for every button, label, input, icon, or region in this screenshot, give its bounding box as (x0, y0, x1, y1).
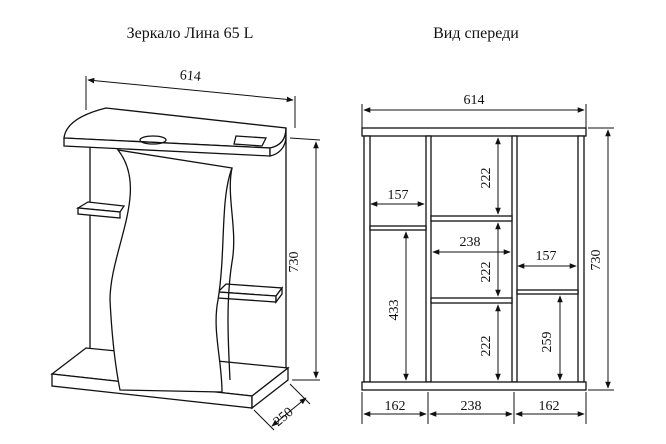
right-shelf-width-label: 157 (536, 249, 557, 264)
front-mid-shelf-1 (430, 215, 513, 222)
bottom-left-label: 162 (385, 399, 406, 414)
left-shelf-height-label: 433 (387, 300, 402, 321)
right-shelf-height-label: 259 (540, 332, 555, 353)
gap-bottom-label: 222 (479, 336, 494, 357)
front-base-plate (361, 381, 587, 391)
front-right-wall (577, 135, 585, 383)
front-mid-shelf-2 (430, 297, 513, 304)
front-width-label: 614 (464, 93, 485, 108)
iso-height-label: 730 (287, 252, 302, 273)
front-height-label: 730 (589, 250, 604, 271)
gap-top-label: 222 (479, 168, 494, 189)
front-view: 614 730 222 222 222 238 157 (361, 93, 614, 424)
bottom-right-label: 162 (539, 399, 560, 414)
front-view-title: Вид спереди (433, 25, 519, 42)
drain-hole (233, 135, 268, 147)
front-left-partition (425, 135, 432, 383)
center-width-mid-label: 238 (460, 235, 481, 250)
front-top-plate (361, 127, 587, 137)
mirror-title: Зеркало Лина 65 L (127, 25, 254, 42)
left-shelf-width-label: 157 (388, 188, 409, 203)
front-left-shelf (369, 225, 427, 231)
bottom-center-label: 238 (461, 399, 482, 414)
front-left-wall (363, 135, 371, 383)
front-right-partition (511, 135, 518, 383)
front-right-shelf (516, 289, 579, 295)
tap-hole (139, 135, 167, 145)
gap-mid-label: 222 (479, 262, 494, 283)
isometric-view: 614 730 250 (50, 68, 321, 431)
wave-door (109, 149, 233, 393)
iso-width-label: 614 (179, 68, 201, 85)
